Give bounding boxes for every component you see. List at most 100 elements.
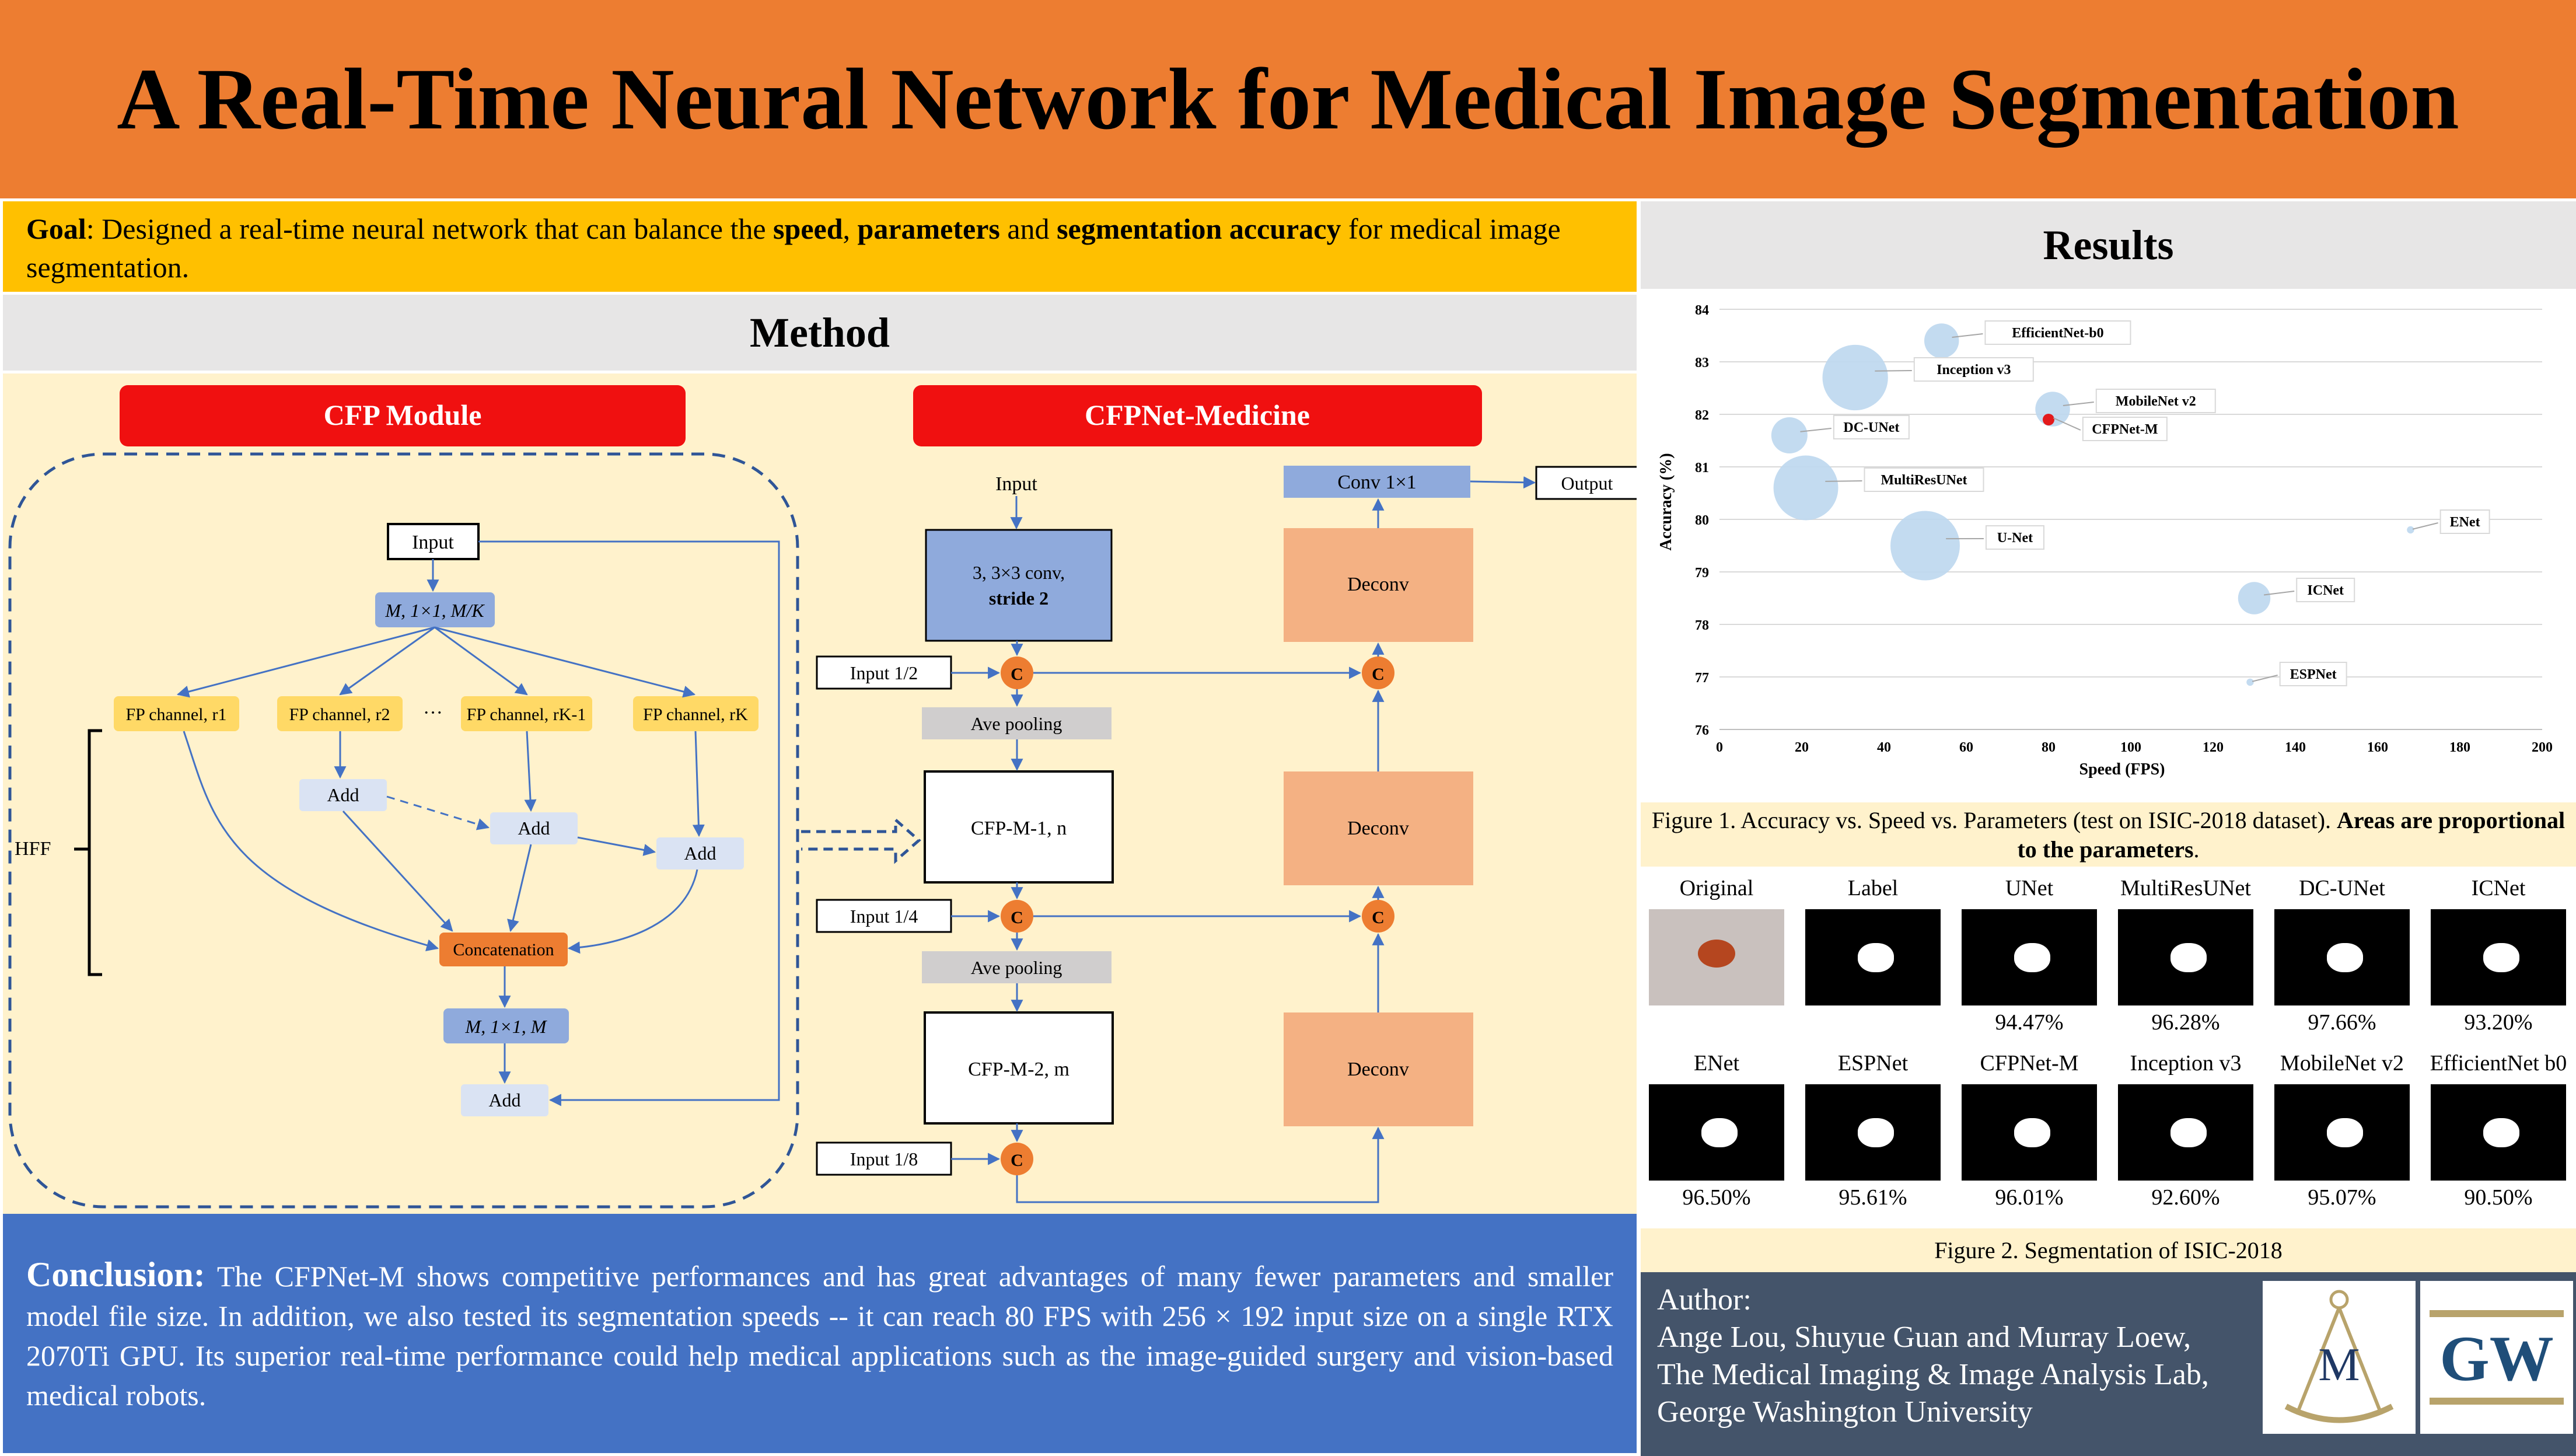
data-bubble [2246, 678, 2254, 686]
data-bubble [2238, 582, 2271, 614]
data-label: ICNet [2307, 583, 2344, 598]
fp-channel-ellipsis: ··· [423, 702, 443, 724]
cfp-conv-top-label: M, 1×1, M/K [385, 600, 485, 621]
segmentation-label: Inception v3 [2130, 1051, 2242, 1076]
fp-channel-k1-box [461, 696, 592, 731]
goal-bold-1: speed [773, 212, 843, 245]
add-label-3: Add [684, 843, 716, 864]
data-label: ENet [2450, 515, 2480, 530]
deconv-3-label: Deconv [1347, 1059, 1409, 1080]
segmentation-accuracy: 96.28% [2151, 1010, 2220, 1035]
results-heading-text: Results [2043, 221, 2174, 268]
input-eighth-label: Input 1/8 [850, 1148, 918, 1169]
data-label-box [2095, 389, 2216, 413]
deconv-2-label: Deconv [1347, 818, 1409, 839]
deconv-1-label: Deconv [1347, 574, 1409, 595]
data-label-leader [2264, 591, 2295, 596]
figure1-caption-plain: Figure 1. Accuracy vs. Speed vs. Paramet… [1651, 807, 2337, 833]
chart-y-label: Accuracy (%) [1657, 453, 1675, 550]
conv-block-line2: stride 2 [989, 588, 1048, 609]
data-label-box [1833, 415, 1910, 439]
method-diagram-svg: CFP Module Input M, 1×1, M/K FP channel,… [8, 385, 1640, 1209]
imaging-lab-logo-svg: M [2284, 1290, 2394, 1423]
data-label: DC-UNet [1843, 420, 1899, 435]
y-tick-label: 76 [1695, 723, 1709, 738]
figure1-caption: Figure 1. Accuracy vs. Speed vs. Paramet… [1641, 802, 2576, 867]
concatenation-label: Concatenation [453, 940, 554, 959]
concat-node-5-label: C [1372, 908, 1385, 927]
input-eighth-box [816, 1141, 952, 1176]
x-tick-label: 140 [2285, 740, 2306, 755]
goal-box: Goal: Designed a real-time neural networ… [3, 201, 1637, 292]
segmentation-accuracy: 95.61% [1838, 1185, 1907, 1210]
cfp-module-title-box [120, 385, 686, 446]
y-tick-label: 81 [1695, 460, 1709, 476]
gw-logo-svg: GW [2430, 1310, 2564, 1405]
data-bubble [2407, 526, 2414, 534]
segmentation-mask [1805, 909, 1941, 1005]
output-box [1535, 466, 1640, 500]
data-label: ESPNet [2290, 667, 2337, 682]
data-label-box [2082, 417, 2168, 441]
segmentation-label: Original [1679, 876, 1754, 900]
x-tick-label: 180 [2449, 740, 2470, 755]
x-tick-label: 20 [1795, 740, 1809, 755]
method-heading: Method [3, 295, 1637, 371]
data-label: MultiResUNet [1881, 473, 1967, 488]
cfp-conv-top-box [375, 592, 495, 627]
cfpnet-input-label: Input [995, 473, 1037, 495]
fp-channel-2-box [277, 696, 403, 731]
results-heading: Results [1641, 201, 2576, 289]
deconv-block-2 [1284, 771, 1473, 885]
data-label-leader [1800, 428, 1831, 432]
figure1-caption-bold: Areas are proportional to the parameters [2017, 807, 2565, 863]
concat-node-4-label: C [1372, 665, 1385, 684]
x-tick-label: 40 [1877, 740, 1891, 755]
segmentation-label: CFPNet-M [1980, 1051, 2079, 1076]
input-quarter-label: Input 1/4 [850, 906, 918, 927]
concat-node-1 [1001, 657, 1033, 689]
concat-node-2 [1001, 900, 1033, 933]
add-label-1: Add [327, 784, 359, 805]
segmentation-label: MobileNet v2 [2280, 1051, 2404, 1076]
data-label-box [2296, 578, 2355, 602]
data-label-leader [2063, 401, 2094, 407]
x-tick-label: 160 [2367, 740, 2388, 755]
imaging-lab-logo-letter: M [2318, 1339, 2360, 1391]
segmentation-accuracy: 96.01% [1995, 1185, 2064, 1210]
x-tick-label: 60 [1959, 740, 1973, 755]
segmentation-accuracy: 96.50% [1682, 1185, 1751, 1210]
original-image [1649, 909, 1784, 1005]
segmentation-mask [1649, 1084, 1784, 1181]
cfpnet-title: CFPNet-Medicine [1085, 399, 1310, 431]
add-label-final: Add [488, 1090, 520, 1111]
author-lab: The Medical Imaging & Image Analysis Lab… [1657, 1358, 2209, 1391]
segmentation-accuracy: 90.50% [2464, 1185, 2533, 1210]
deconv-block-1 [1284, 528, 1473, 642]
x-tick-label: 120 [2203, 740, 2224, 755]
title-banner: A Real-Time Neural Network for Medical I… [0, 0, 2576, 198]
fp-channel-2-label: FP channel, r2 [289, 705, 390, 724]
input-quarter-box [816, 899, 952, 933]
y-tick-label: 77 [1695, 671, 1709, 686]
concat-node-4 [1362, 657, 1394, 689]
cfp-input-label: Input [412, 532, 454, 553]
segmentation-accuracy: 93.20% [2464, 1010, 2533, 1035]
cfp-m2-label: CFP-M-2, m [968, 1059, 1069, 1080]
figure1-caption-end: . [2193, 836, 2200, 863]
goal-lead: Goal [26, 212, 86, 245]
data-bubble [1890, 511, 1960, 581]
segmentation-mask [2118, 1084, 2253, 1181]
cfp-conv-bottom-box [443, 1008, 569, 1043]
ave-pooling-1-label: Ave pooling [971, 713, 1062, 734]
data-label: MobileNet v2 [2116, 394, 2196, 409]
deconv-block-3 [1284, 1012, 1473, 1126]
add-box-3 [656, 837, 744, 870]
goal-text-4: for medical image segmentation. [26, 212, 1561, 284]
fp-channel-1-label: FP channel, r1 [125, 705, 226, 724]
data-bubble [1822, 344, 1888, 411]
fp-channel-k-label: FP channel, rK [643, 705, 748, 724]
